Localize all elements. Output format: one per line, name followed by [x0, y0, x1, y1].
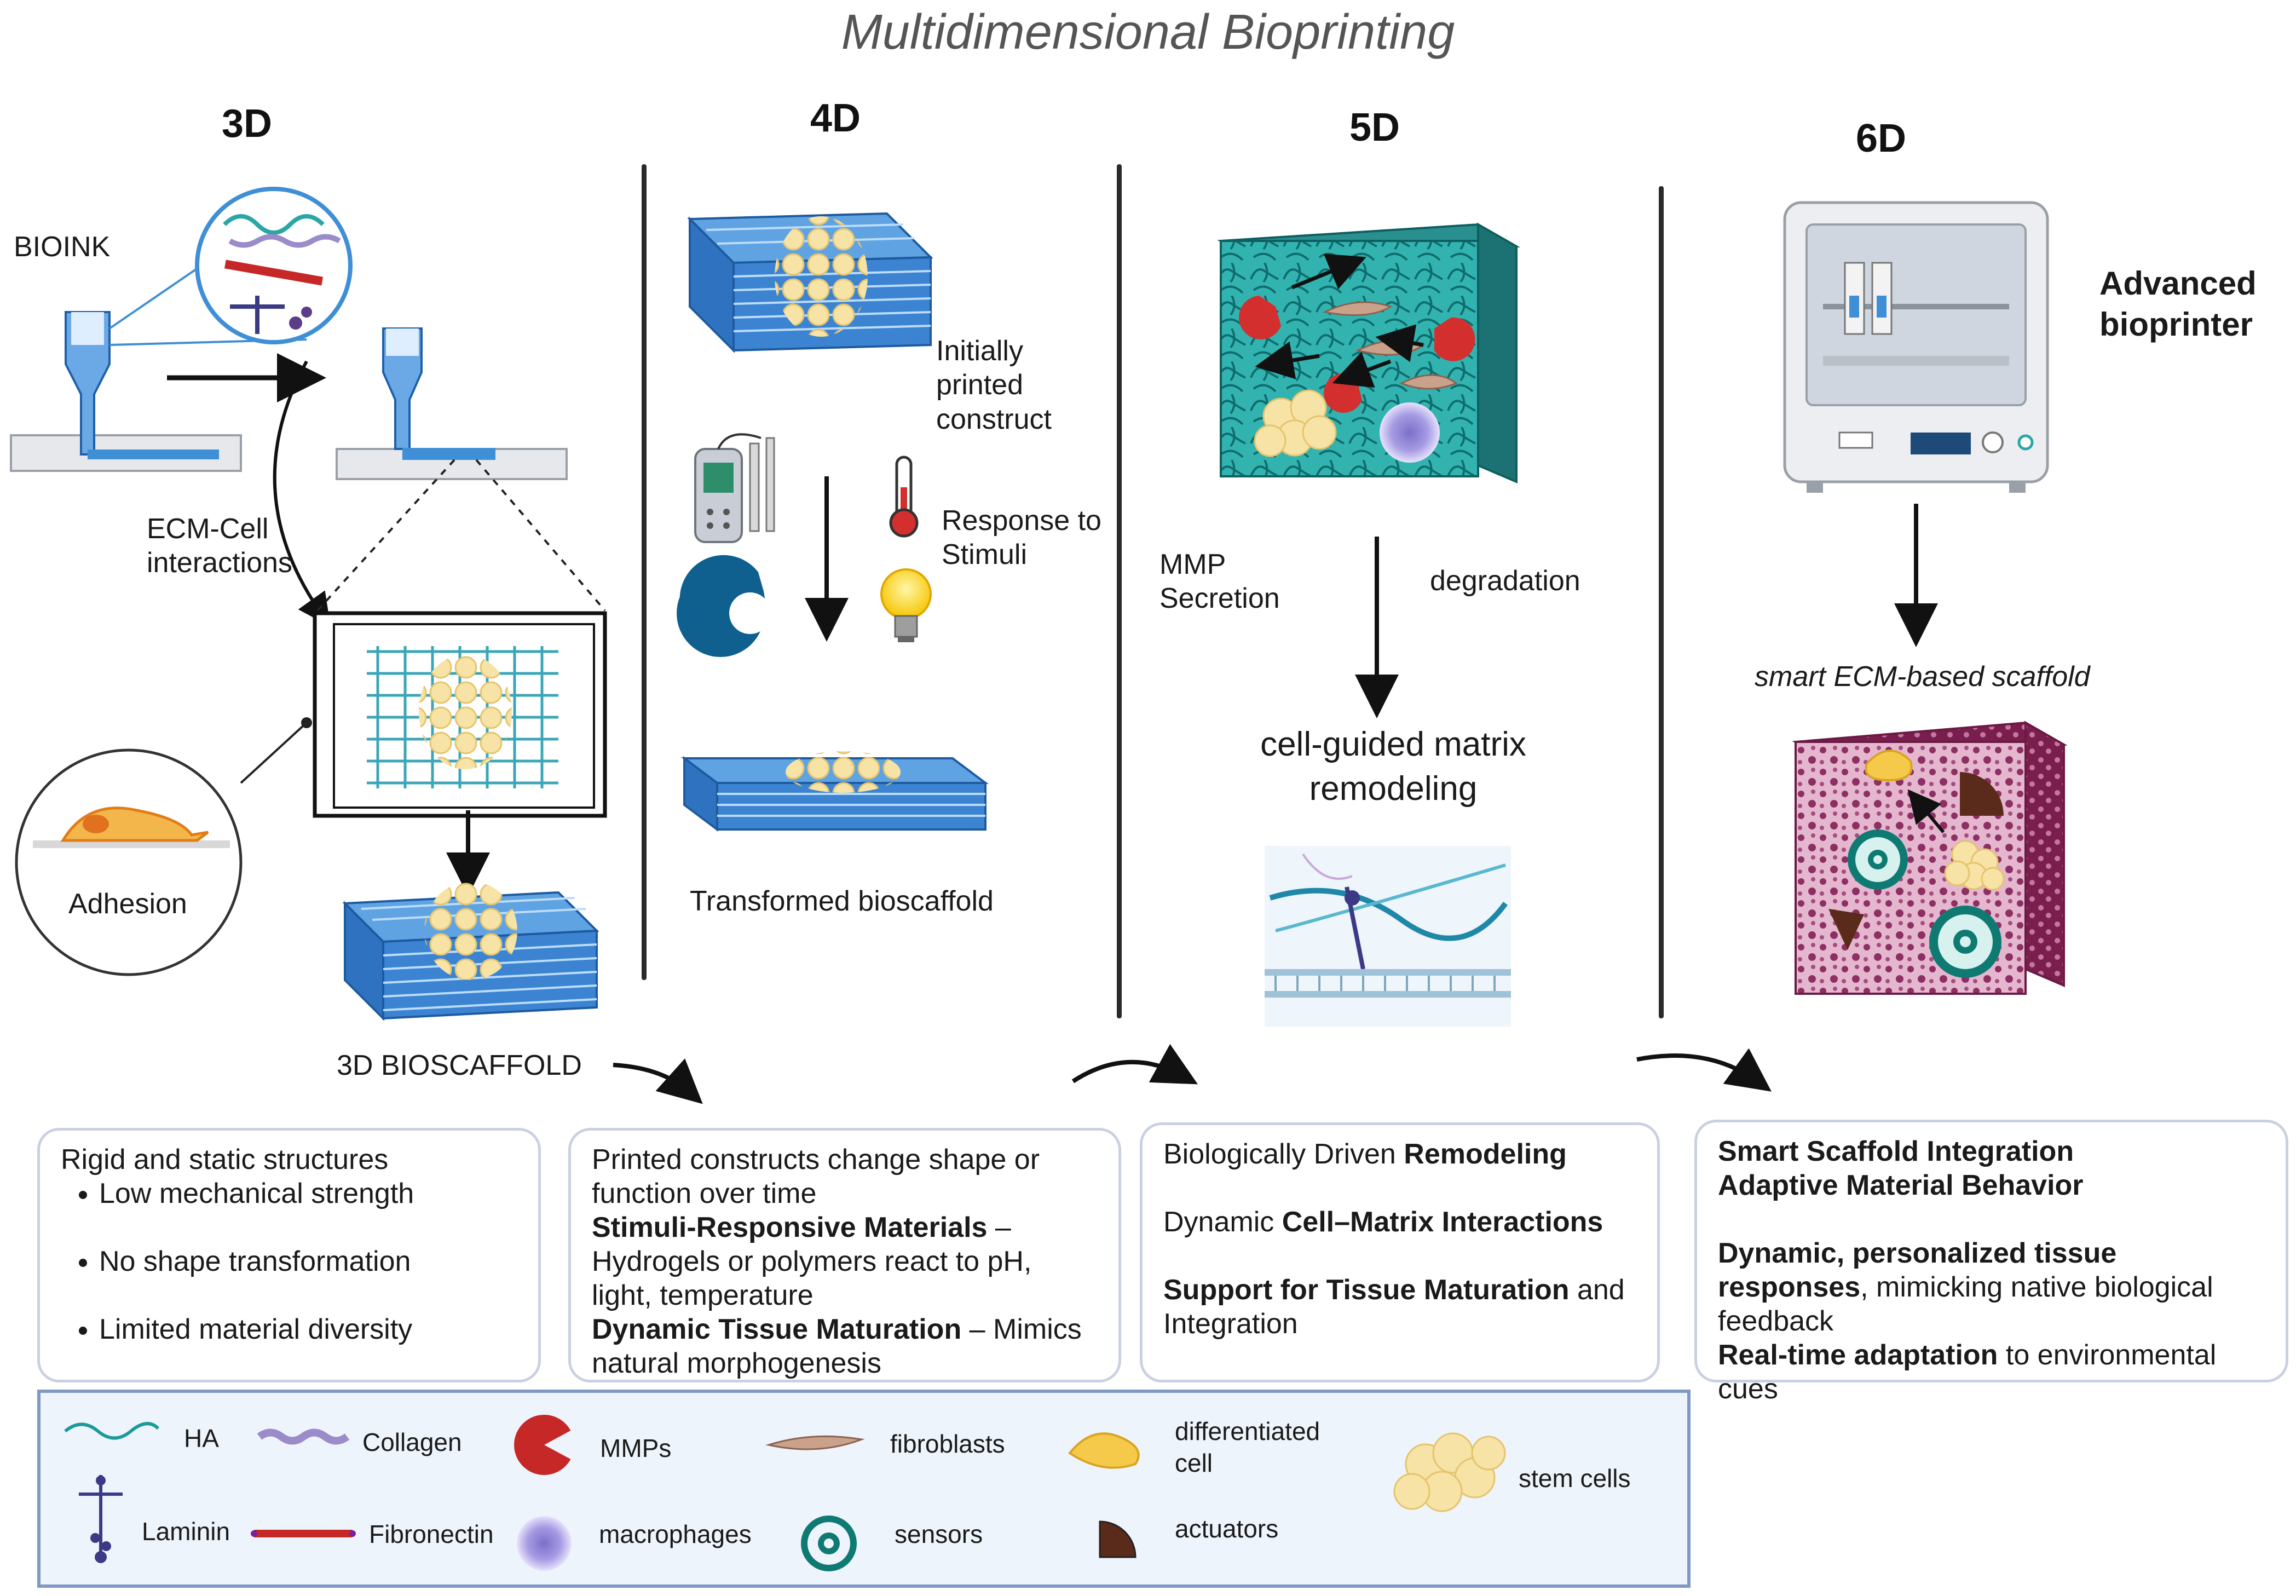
panel-6d: Smart Scaffold Integration Adaptive Mate… [1694, 1120, 2288, 1405]
transformed-bioscaffold [681, 751, 989, 832]
panel-5d-bold2: Cell–Matrix Interactions [1282, 1206, 1603, 1238]
panel-3d-bullet: No shape transformation [99, 1244, 517, 1278]
panel-6d-bold1: Smart Scaffold Integration [1718, 1136, 2074, 1167]
mmp-secretion-label: MMP Secretion [1159, 549, 1280, 615]
differentiated-cell-icon [1068, 1432, 1140, 1469]
panel-6d-bold4: Real-time adaptation [1718, 1339, 1998, 1371]
divider-3d-4d [642, 164, 647, 980]
remodeling-label: cell-guided matrix remodeling [1260, 725, 1526, 808]
legend-stem-cells: stem cells [1519, 1464, 1631, 1493]
panel-4d-maturation-bold: Dynamic Tissue Maturation [592, 1313, 962, 1345]
bioscaffold-3d-label: 3D BIOSCAFFOLD [337, 1050, 582, 1081]
panel-6d-bold2: Adaptive Material Behavior [1718, 1169, 2084, 1201]
adhesion-circle [15, 717, 312, 976]
ecm-cube-5d [1217, 222, 1520, 484]
initial-construct-label: Initially printed construct [936, 335, 1052, 435]
transformed-bioscaffold-label: Transformed bioscaffold [690, 885, 994, 917]
header-4d: 4D [810, 96, 861, 140]
divider-4d-5d [1117, 164, 1122, 1018]
thermometer-icon [889, 456, 919, 538]
macrophage-icon [517, 1516, 572, 1571]
ha-icon [64, 1422, 160, 1440]
legend-laminin: Laminin [142, 1517, 230, 1546]
bioink-nozzle [10, 311, 242, 472]
legend-fibronectin: Fibronectin [369, 1520, 494, 1548]
legend-mmps: MMPs [600, 1434, 672, 1462]
smart-ecm-scaffold [1792, 721, 2068, 995]
panel-3d-intro: Rigid and static structures [61, 1144, 389, 1176]
panel-3d: Rigid and static structures Low mechanic… [37, 1128, 541, 1382]
ecm-cell-label: ECM-Cell interactions [147, 513, 292, 579]
panel-3d-list: Low mechanical strength No shape transfo… [61, 1177, 517, 1346]
legend-box: HA Collagen MMPs fibroblasts differentia… [37, 1390, 1691, 1588]
panel-3d-bullet: Low mechanical strength [99, 1177, 517, 1211]
panel-5d: Biologically Driven Remodeling Dynamic C… [1140, 1122, 1660, 1382]
legend-icons [64, 1415, 1506, 1571]
stem-cells-icon [1393, 1432, 1506, 1512]
sensor-icon [801, 1516, 857, 1571]
laminin-icon [79, 1475, 123, 1563]
panel-4d: Printed constructs change shape or funct… [568, 1128, 1121, 1382]
panel-5d-text2: Dynamic [1163, 1206, 1282, 1238]
initial-construct-stack [687, 212, 933, 353]
diagram-title: Multidimensional Bioprinting [841, 5, 1455, 60]
printing-nozzle [336, 327, 568, 480]
panel-6d-text4: to environmental cues [1718, 1339, 2217, 1405]
divider-5d-6d [1659, 186, 1664, 1018]
legend-fibroblasts: fibroblasts [890, 1430, 1005, 1458]
header-5d: 5D [1349, 106, 1400, 149]
advanced-bioprinter [1783, 201, 2049, 493]
fibroblast-icon [765, 1435, 865, 1450]
panel-6d-bold3: Dynamic, personalized tissue responses [1718, 1237, 2117, 1303]
bioink-zoom-circle [108, 187, 353, 346]
ph-meter-icon [694, 433, 775, 543]
3d-bioscaffold-stack [342, 881, 599, 1021]
bioprinter-label: Advanced bioprinter [2099, 265, 2257, 343]
mmp-icon [514, 1415, 580, 1475]
panel-5d-bold1: Remodeling [1404, 1138, 1567, 1170]
panel-6d-text3: , mimicking native biological feedback [1718, 1271, 2213, 1337]
panel-5d-bold3: Support for Tissue Maturation [1163, 1274, 1570, 1306]
panel-5d-text3: and Integration [1163, 1274, 1625, 1340]
panel-3d-bullet: Limited material diversity [99, 1312, 517, 1346]
membrane-remodeling-image [1265, 846, 1511, 1027]
smart-scaffold-label: smart ECM-based scaffold [1755, 661, 2090, 693]
degradation-label: degradation [1430, 565, 1580, 597]
response-stimuli-label: Response to Stimuli [942, 505, 1101, 571]
panel-4d-maturation-text: – Mimics natural morphogenesis [592, 1313, 1082, 1379]
panel-4d-stimuli-bold: Stimuli-Responsive Materials [592, 1212, 988, 1243]
fibronectin-icon [251, 1530, 356, 1537]
legend-actuators: actuators [1175, 1514, 1279, 1543]
legend-collagen: Collagen [362, 1428, 462, 1456]
light-bulb-icon [880, 568, 932, 642]
collagen-icon [257, 1428, 350, 1445]
legend-differentiated: differentiated cell [1175, 1417, 1320, 1477]
legend-sensors: sensors [895, 1520, 983, 1548]
scaffold-zoom-frame [313, 611, 607, 818]
legend-ha: HA [184, 1424, 219, 1453]
header-3d: 3D [222, 102, 273, 146]
bioink-label: BIOINK [14, 231, 111, 263]
enzyme-icon [677, 555, 771, 657]
legend-macrophages: macrophages [599, 1520, 752, 1548]
panel-4d-stimuli-text: – Hydrogels or polymers react to pH, lig… [592, 1212, 1032, 1311]
adhesion-label: Adhesion [68, 888, 187, 920]
header-6d: 6D [1856, 117, 1907, 160]
panel-4d-line1: Printed constructs change shape or funct… [592, 1144, 1040, 1209]
panel-5d-text1: Biologically Driven [1163, 1138, 1404, 1170]
actuator-icon [1099, 1520, 1137, 1558]
